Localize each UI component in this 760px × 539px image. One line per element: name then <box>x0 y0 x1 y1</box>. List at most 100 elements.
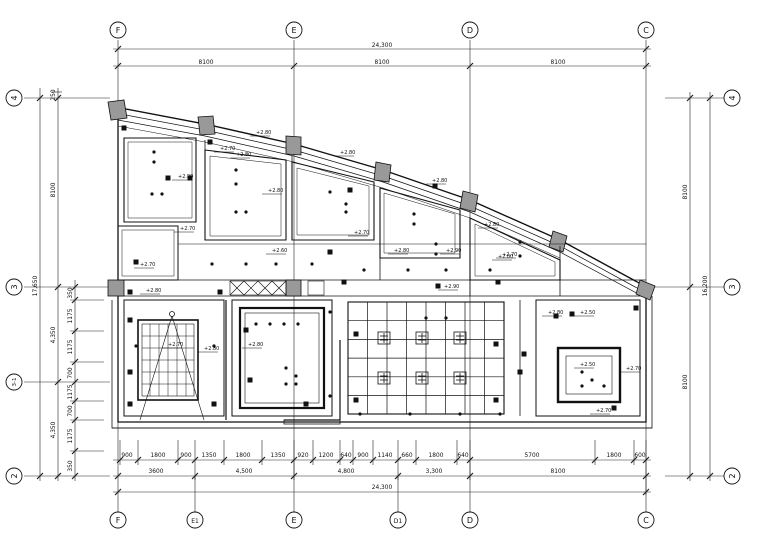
axis-bubble-bottom-e: E <box>285 511 303 529</box>
axis-label: D <box>467 26 473 35</box>
lower-middle-room <box>231 299 333 417</box>
light-dot <box>210 262 214 266</box>
light-dot <box>310 262 314 266</box>
axis-label: C <box>643 516 649 525</box>
light-fixtures <box>121 125 639 416</box>
axis-bubble-right-4: 4 <box>723 89 741 107</box>
lower-left-room <box>123 299 225 421</box>
level-label: +2.70 <box>140 262 155 268</box>
light-dot <box>406 268 410 272</box>
level-label: +2.80 <box>548 310 563 316</box>
vent-symbol <box>415 331 429 345</box>
light-square <box>303 401 309 407</box>
dim-right-lower: 8100 <box>681 374 689 389</box>
level-label: +2.70 <box>180 226 195 232</box>
axis-bubble-left-3: 3 <box>5 278 23 296</box>
dim-bottom-2: 3,300 <box>426 467 443 475</box>
level-marker: +2.80 <box>230 152 251 159</box>
tile-grid-room <box>347 301 505 415</box>
level-marker: +2.80 <box>262 188 283 195</box>
light-dot <box>444 268 448 272</box>
dim-left-chain: 350 <box>66 287 74 298</box>
light-square <box>611 405 617 411</box>
axis-bubble-bottom-f: F <box>109 511 127 529</box>
level-label: +2.80 <box>498 254 513 260</box>
light-dot <box>296 322 300 326</box>
dim-bottom-1: 920 <box>297 451 308 459</box>
level-marker: +2.80 <box>242 342 263 349</box>
dim-top-segment: 8100 <box>199 58 214 66</box>
level-marker: +2.80 <box>388 248 409 255</box>
dim-bottom-1: 5700 <box>525 451 540 459</box>
light-dot <box>412 222 416 226</box>
light-dot <box>282 322 286 326</box>
axis-label: 3 <box>10 284 19 289</box>
vent-symbol <box>453 331 467 345</box>
axis-bubble-bottom-d: D <box>461 511 479 529</box>
level-marker: +2.70 <box>214 146 235 153</box>
axis-bubble-top-f: F <box>109 21 127 39</box>
light-dot <box>284 382 288 386</box>
light-dot <box>244 262 248 266</box>
level-marker: +2.80 <box>334 150 355 157</box>
dim-bottom-1: 1140 <box>378 451 393 459</box>
level-marker: +2.80 <box>492 254 513 261</box>
light-dot <box>254 322 258 326</box>
level-label: +2.50 <box>580 310 595 316</box>
axis-bubble-top-d: D <box>461 21 479 39</box>
dim-top-segment: 8100 <box>551 58 566 66</box>
light-square <box>217 289 223 295</box>
level-label: +2.80 <box>236 152 251 158</box>
vent-symbol <box>415 371 429 385</box>
level-label: +2.50 <box>580 362 595 368</box>
axis-label: 2 <box>728 473 737 478</box>
top-dimensions <box>113 45 651 70</box>
level-label: +2.80 <box>248 342 263 348</box>
light-square <box>127 369 133 375</box>
dim-bottom-1: 900 <box>121 451 132 459</box>
level-label: +2.80 <box>146 288 161 294</box>
light-square <box>127 401 133 407</box>
light-square <box>127 289 133 295</box>
light-square <box>493 397 499 403</box>
light-square <box>341 279 347 285</box>
axis-label: D <box>467 516 473 525</box>
light-dot <box>580 384 584 388</box>
axis-label: 3 <box>728 284 737 289</box>
level-label: +2.80 <box>256 130 271 136</box>
light-dot <box>234 182 238 186</box>
level-label: +2.70 <box>626 366 641 372</box>
light-square <box>435 283 441 289</box>
level-marker: +2.80 <box>198 346 219 353</box>
light-dot <box>408 412 412 416</box>
dim-bottom-total: 24,300 <box>372 483 393 491</box>
level-marker: +2.70 <box>134 262 155 269</box>
dim-left-chain: 1175 <box>66 384 74 399</box>
right-lower-room <box>519 299 641 417</box>
axis-bubble-left-2: 2 <box>5 467 23 485</box>
axis-bubble-left-3-1: 3-1 <box>5 373 23 391</box>
level-label: +2.70 <box>354 230 369 236</box>
light-dot <box>412 212 416 216</box>
dim-right-total: 16,200 <box>701 275 709 296</box>
vent-symbol <box>377 331 391 345</box>
axis-label: 4 <box>10 95 19 100</box>
dim-bottom-1: 640 <box>457 451 468 459</box>
light-square <box>633 305 639 311</box>
facade-columns <box>107 99 656 301</box>
light-square <box>127 317 133 323</box>
light-square <box>327 249 333 255</box>
level-marker: +2.80 <box>140 288 161 295</box>
left-dimensions <box>36 88 104 481</box>
dim-left-chain: 1175 <box>66 339 74 354</box>
axis-label: F <box>116 516 121 525</box>
light-square <box>121 125 127 131</box>
level-label: +2.70 <box>502 252 517 258</box>
light-square <box>353 331 359 337</box>
level-marker: +2.80 <box>478 222 499 229</box>
light-square <box>187 175 193 181</box>
level-marker: +2.70 <box>590 408 611 415</box>
level-label: +2.80 <box>484 222 499 228</box>
axis-label: D1 <box>394 518 403 525</box>
level-marker: +2.90 <box>438 284 459 291</box>
